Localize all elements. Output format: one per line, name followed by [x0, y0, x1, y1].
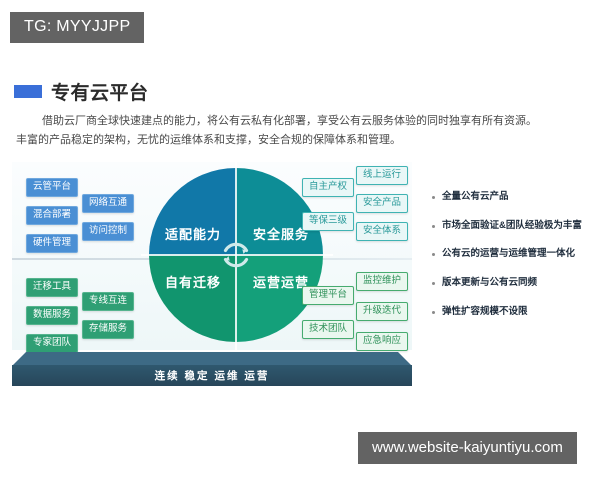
base-platform-slab: 连续 稳定 运维 运营: [12, 352, 412, 390]
list-item: 市场全面验证&团队经验极为丰富: [432, 219, 588, 234]
page-title-text: 专有云平台: [51, 83, 149, 104]
axis-horizontal-line: [141, 254, 333, 256]
bullet-dot-icon: [432, 310, 435, 314]
benefit-text-4: 版本更新与公有云同频: [442, 277, 538, 289]
list-item: 版本更新与公有云同频: [432, 276, 588, 291]
quadrant-label-adaptation: 适配能力: [165, 227, 222, 242]
description-line-1: 借助云厂商全球快速建点的能力，将公有云私有化部署，享受公有云服务体验的同时独享有…: [42, 115, 537, 127]
list-item: 全量公有云产品: [432, 190, 588, 205]
tag-storage-service[interactable]: 存储服务: [82, 320, 135, 340]
list-item: 公有云的运营与运维管理一体化: [432, 247, 588, 262]
tag-dedicated-line[interactable]: 专线互连: [82, 292, 135, 312]
tag-monitoring-maintenance[interactable]: 监控维护: [356, 272, 409, 292]
slab-front-face: 连续 稳定 运维 运营: [12, 365, 412, 386]
tag-upgrade-iteration[interactable]: 升级迭代: [356, 302, 409, 322]
benefits-list: 全量公有云产品 市场全面验证&团队经验极为丰富 公有云的运营与运维管理一体化 版…: [432, 190, 588, 334]
tag-hardware-management[interactable]: 硬件管理: [26, 234, 79, 254]
benefit-text-5: 弹性扩容规模不设限: [442, 305, 528, 317]
benefit-text-1: 全量公有云产品: [442, 191, 509, 202]
tag-migration-tools[interactable]: 迁移工具: [26, 278, 79, 298]
benefit-text-3: 公有云的运营与运维管理一体化: [442, 248, 576, 260]
tag-emergency-response[interactable]: 应急响应: [356, 332, 409, 352]
quadrant-label-security: 安全服务: [253, 227, 310, 242]
tag-online-running[interactable]: 线上运行: [356, 166, 409, 186]
description-paragraph: 借助云厂商全球快速建点的能力，将公有云私有化部署，享受公有云服务体验的同时独享有…: [16, 112, 581, 151]
bullet-dot-icon: [432, 253, 435, 257]
tag-cloud-management-platform[interactable]: 云管平台: [26, 178, 79, 198]
title-accent-marker: [14, 85, 42, 98]
tag-independent-ip[interactable]: 自主产权: [302, 178, 355, 198]
quadrant-label-operations: 运营运营: [253, 275, 310, 290]
slab-top-surface: [12, 352, 412, 366]
bullet-dot-icon: [432, 224, 435, 228]
tag-security-products[interactable]: 安全产品: [356, 194, 409, 214]
site-watermark: www.website-kaiyuntiyu.com: [358, 432, 577, 464]
tag-network-interconnect[interactable]: 网络互通: [82, 194, 135, 214]
list-item: 弹性扩容规模不设限: [432, 305, 588, 320]
tag-access-control[interactable]: 访问控制: [82, 222, 135, 242]
tag-technical-team[interactable]: 技术团队: [302, 320, 355, 340]
tag-management-platform[interactable]: 管理平台: [302, 286, 355, 306]
axis-vertical-line: [235, 162, 237, 350]
page-title: 专有云平台: [14, 78, 149, 105]
tag-data-service[interactable]: 数据服务: [26, 306, 79, 326]
diagram-stage: 云管平台 混合部署 硬件管理 网络互通 访问控制 迁移工具 数据服务 专家团队 …: [12, 162, 412, 392]
tg-watermark-badge: TG: MYYJJPP: [10, 12, 145, 43]
tag-hybrid-deployment[interactable]: 混合部署: [26, 206, 79, 226]
benefit-text-2: 市场全面验证&团队经验极为丰富: [442, 219, 582, 231]
sync-arrows-icon: [223, 242, 249, 268]
slab-caption: 连续 稳定 运维 运营: [154, 370, 270, 382]
bullet-dot-icon: [432, 196, 435, 199]
tag-expert-team[interactable]: 专家团队: [26, 334, 79, 354]
tag-mlps-level-3[interactable]: 等保三级: [302, 212, 355, 232]
bullet-dot-icon: [432, 282, 435, 286]
four-quadrant-circle: 适配能力 安全服务 自有迁移 运营运营: [141, 162, 333, 350]
tag-security-system[interactable]: 安全体系: [356, 222, 409, 242]
quadrant-label-migration: 自有迁移: [165, 275, 222, 290]
description-line-2: 丰富的产品稳定的架构，无忧的运维体系和支撑，安全合规的保障体系和管理。: [16, 134, 401, 147]
